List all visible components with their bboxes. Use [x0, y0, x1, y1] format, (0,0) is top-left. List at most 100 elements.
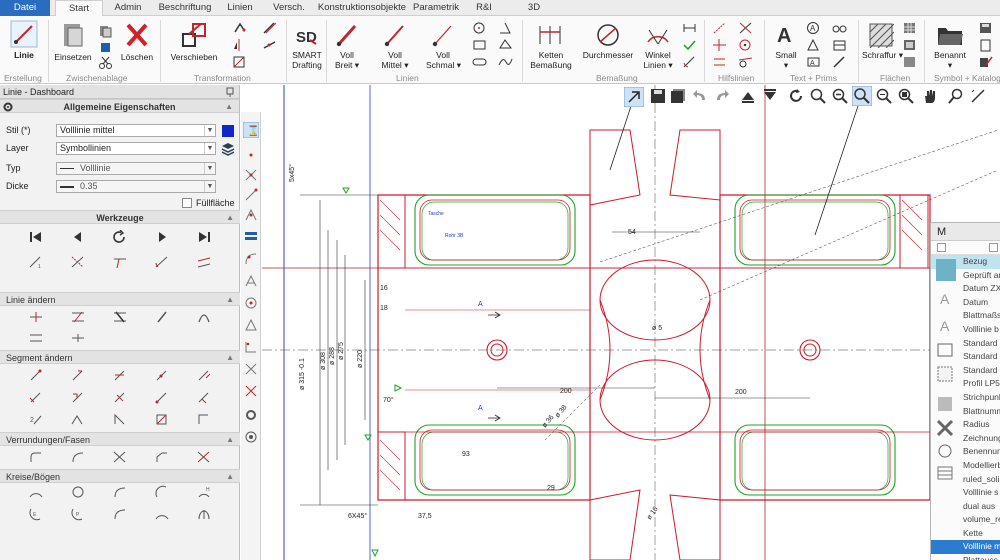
slot-icon[interactable] [472, 55, 487, 69]
mirror-icon[interactable] [232, 38, 247, 52]
benannt-button[interactable]: Benannt▾ [930, 22, 970, 70]
snap-mid-icon[interactable] [244, 208, 258, 222]
panel-list-item[interactable]: volume_re [963, 514, 1000, 525]
helpline-cross-icon[interactable] [712, 38, 727, 52]
previous-icon[interactable] [70, 230, 86, 244]
arc-e-icon[interactable]: E [28, 507, 44, 521]
panel-list-item[interactable]: Zeichnung [963, 432, 1000, 443]
dicke-select[interactable]: 0.35▼ [56, 180, 216, 193]
text-triangle-icon[interactable] [806, 38, 821, 52]
arc-c-icon[interactable] [154, 485, 170, 499]
chamfer-icon[interactable] [154, 450, 170, 464]
section-verrundungen[interactable]: Verrundungen/Fasen ▲ [0, 432, 240, 446]
arc-d-icon[interactable] [112, 507, 128, 521]
layer-select[interactable]: Symbollinien▼ [56, 142, 216, 155]
panel-list-item[interactable]: ruled_soli [963, 473, 1000, 484]
seg-n-icon[interactable] [154, 412, 170, 426]
last-icon[interactable] [196, 230, 212, 244]
fillet-2-icon[interactable] [70, 450, 86, 464]
pin-icon[interactable] [225, 87, 235, 97]
linie-button[interactable]: Linie [6, 20, 42, 60]
tool-line-a-icon[interactable]: 1 [28, 255, 44, 269]
verschieben-button[interactable]: Verschieben [166, 20, 222, 62]
schraffur-button[interactable]: Schraffur ▾ [862, 22, 903, 60]
panel-list-item[interactable]: Plattauss [931, 554, 1000, 560]
copy-icon[interactable] [98, 24, 113, 38]
rectangle-icon[interactable] [472, 38, 487, 52]
seg-a-icon[interactable] [28, 368, 44, 382]
slant-icon[interactable] [154, 310, 170, 324]
arc-a-icon[interactable] [28, 485, 44, 499]
snap-end-icon[interactable] [244, 188, 258, 202]
save-symbol-icon[interactable] [978, 21, 993, 35]
zoom-window-icon[interactable] [852, 86, 872, 106]
spline-icon[interactable] [498, 55, 513, 69]
dim-horizontal-icon[interactable] [682, 21, 697, 35]
tab-linien[interactable]: Linien [227, 2, 253, 13]
chamfer-cross-icon[interactable] [112, 450, 128, 464]
panel-list-item[interactable]: Benennun [963, 446, 1000, 457]
snap-perp-icon[interactable] [244, 340, 258, 354]
panel-list-item[interactable]: Strichpunk [963, 391, 1000, 402]
color-swatch[interactable] [222, 125, 234, 137]
move-down-icon[interactable] [762, 88, 778, 104]
stil-select[interactable]: Volllinie mittel▼ [56, 124, 216, 137]
helpline-angle-icon[interactable] [738, 21, 753, 35]
trim-icon[interactable] [262, 38, 277, 52]
seg-j-icon[interactable] [196, 390, 212, 404]
snap-tangent-icon[interactable] [244, 252, 258, 266]
durchmesser-button[interactable]: Durchmesser [580, 22, 636, 60]
polygon-icon[interactable] [498, 38, 513, 52]
panel-list-item[interactable]: Kette [963, 527, 983, 538]
seg-m-icon[interactable] [112, 412, 128, 426]
seg-i-icon[interactable] [154, 390, 170, 404]
save-all-icon[interactable] [670, 88, 686, 104]
arc-h-icon[interactable]: H [196, 485, 212, 499]
seg-g-icon[interactable] [70, 390, 86, 404]
arc-g-icon[interactable] [196, 507, 212, 521]
voll-mittel-button[interactable]: Voll Mittel ▾ [380, 22, 410, 70]
collapse-icon[interactable]: ▲ [226, 295, 234, 304]
measure-icon[interactable] [970, 88, 986, 104]
curve-icon[interactable] [196, 310, 212, 324]
collapse-icon[interactable]: ▲ [226, 353, 234, 362]
ketten-bemassung-button[interactable]: Ketten Bemaßung [526, 22, 576, 70]
panel-list-item[interactable]: Blattmaßs [963, 310, 1000, 321]
rotate-icon[interactable] [232, 21, 247, 35]
tool-line-e-icon[interactable] [196, 255, 212, 269]
tool-line-d-icon[interactable] [154, 255, 170, 269]
panel-list-item[interactable]: Standard [963, 364, 998, 375]
dim-check-icon[interactable] [682, 38, 697, 52]
dim-radius-icon[interactable] [682, 55, 697, 69]
copy-format-icon[interactable] [98, 40, 113, 54]
text-edit-icon[interactable] [832, 55, 847, 69]
move-up-icon[interactable] [740, 88, 756, 104]
seg-o-icon[interactable] [196, 412, 212, 426]
panel-list-item[interactable]: Profil LP5 [963, 378, 1000, 389]
collapse-icon[interactable]: ▲ [226, 435, 234, 444]
tab-konstruktionsobjekte[interactable]: Konstruktionsobjekte [317, 2, 407, 13]
hatch-grid-icon[interactable] [902, 21, 917, 35]
angle-icon[interactable] [498, 21, 513, 35]
first-icon[interactable] [28, 230, 44, 244]
select-cursor-icon[interactable] [624, 87, 644, 107]
seg-c-icon[interactable] [112, 368, 128, 382]
panel-checkbox-b[interactable] [989, 243, 998, 252]
seg-k-icon[interactable]: 2 [28, 412, 44, 426]
text-small-button[interactable]: A Small▾ [770, 22, 802, 70]
smart-drafting-button[interactable]: SD SMART Drafting [290, 22, 324, 70]
tool-line-c-icon[interactable] [112, 255, 128, 269]
text-circle-icon[interactable]: A [806, 21, 821, 35]
panel-list-item[interactable]: Volllinie s [963, 487, 999, 498]
seg-h-icon[interactable] [112, 390, 128, 404]
section-linie-aendern[interactable]: Linie ändern ▲ [0, 292, 240, 306]
regenerate-icon[interactable] [788, 88, 804, 104]
tab-beschriftung[interactable]: Beschriftung [158, 2, 212, 13]
snap-ring-icon[interactable] [244, 408, 258, 422]
gear-icon[interactable] [3, 102, 13, 112]
seg-l-icon[interactable] [70, 412, 86, 426]
snap-x-icon[interactable] [244, 384, 258, 398]
tab-start[interactable]: Start [55, 0, 103, 17]
magnifier-tool-icon[interactable] [948, 88, 964, 104]
collapse-icon[interactable]: ▲ [226, 213, 234, 222]
